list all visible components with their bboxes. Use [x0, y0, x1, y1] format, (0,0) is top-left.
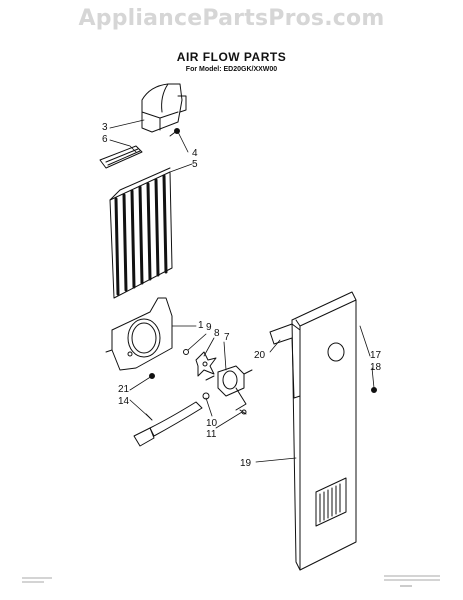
grille-part: [99, 145, 143, 169]
fan-motor-part: [205, 365, 253, 411]
callout-11: 11: [206, 429, 217, 440]
diagram-title: AIR FLOW PARTS: [176, 50, 287, 64]
callout-3: 3: [102, 122, 108, 133]
callout-20: 20: [254, 350, 266, 361]
callout-17: 17: [370, 350, 382, 361]
callout-9: 9: [206, 322, 212, 333]
air-duct-part: [141, 83, 187, 133]
callout-19: 19: [240, 458, 252, 469]
wire-harness-part: [133, 401, 203, 447]
callout-5: 5: [192, 159, 198, 170]
callout-8: 8: [214, 328, 220, 339]
side-trim-part: [269, 323, 301, 399]
fan-shroud-part: [105, 297, 173, 371]
callout-1: 1: [198, 320, 204, 331]
access-panel-part: [291, 291, 357, 571]
evaporator-cover-part: [109, 167, 173, 299]
fine-print-marks: [22, 575, 440, 587]
panel-vent-grille: [315, 477, 347, 527]
callout-18: 18: [370, 362, 382, 373]
callout-4: 4: [192, 148, 198, 159]
callout-14: 14: [118, 396, 130, 407]
duct-screw: [169, 128, 180, 137]
motor-bracket-screws: [202, 392, 247, 415]
callout-7: 7: [224, 332, 230, 343]
callout-labels: 3 6 4 5 1 9 8 7 20 17 18 21 14 10 11 19: [102, 122, 382, 469]
model-subtitle: For Model: ED20GK/XXW00: [185, 66, 278, 73]
callout-10: 10: [206, 418, 218, 429]
callout-6: 6: [102, 134, 108, 145]
watermark: AppliancePartsPros.com: [78, 6, 385, 31]
fan-blade-part: [183, 349, 217, 377]
leader-lines: [109, 119, 375, 463]
callout-21: 21: [118, 384, 130, 395]
